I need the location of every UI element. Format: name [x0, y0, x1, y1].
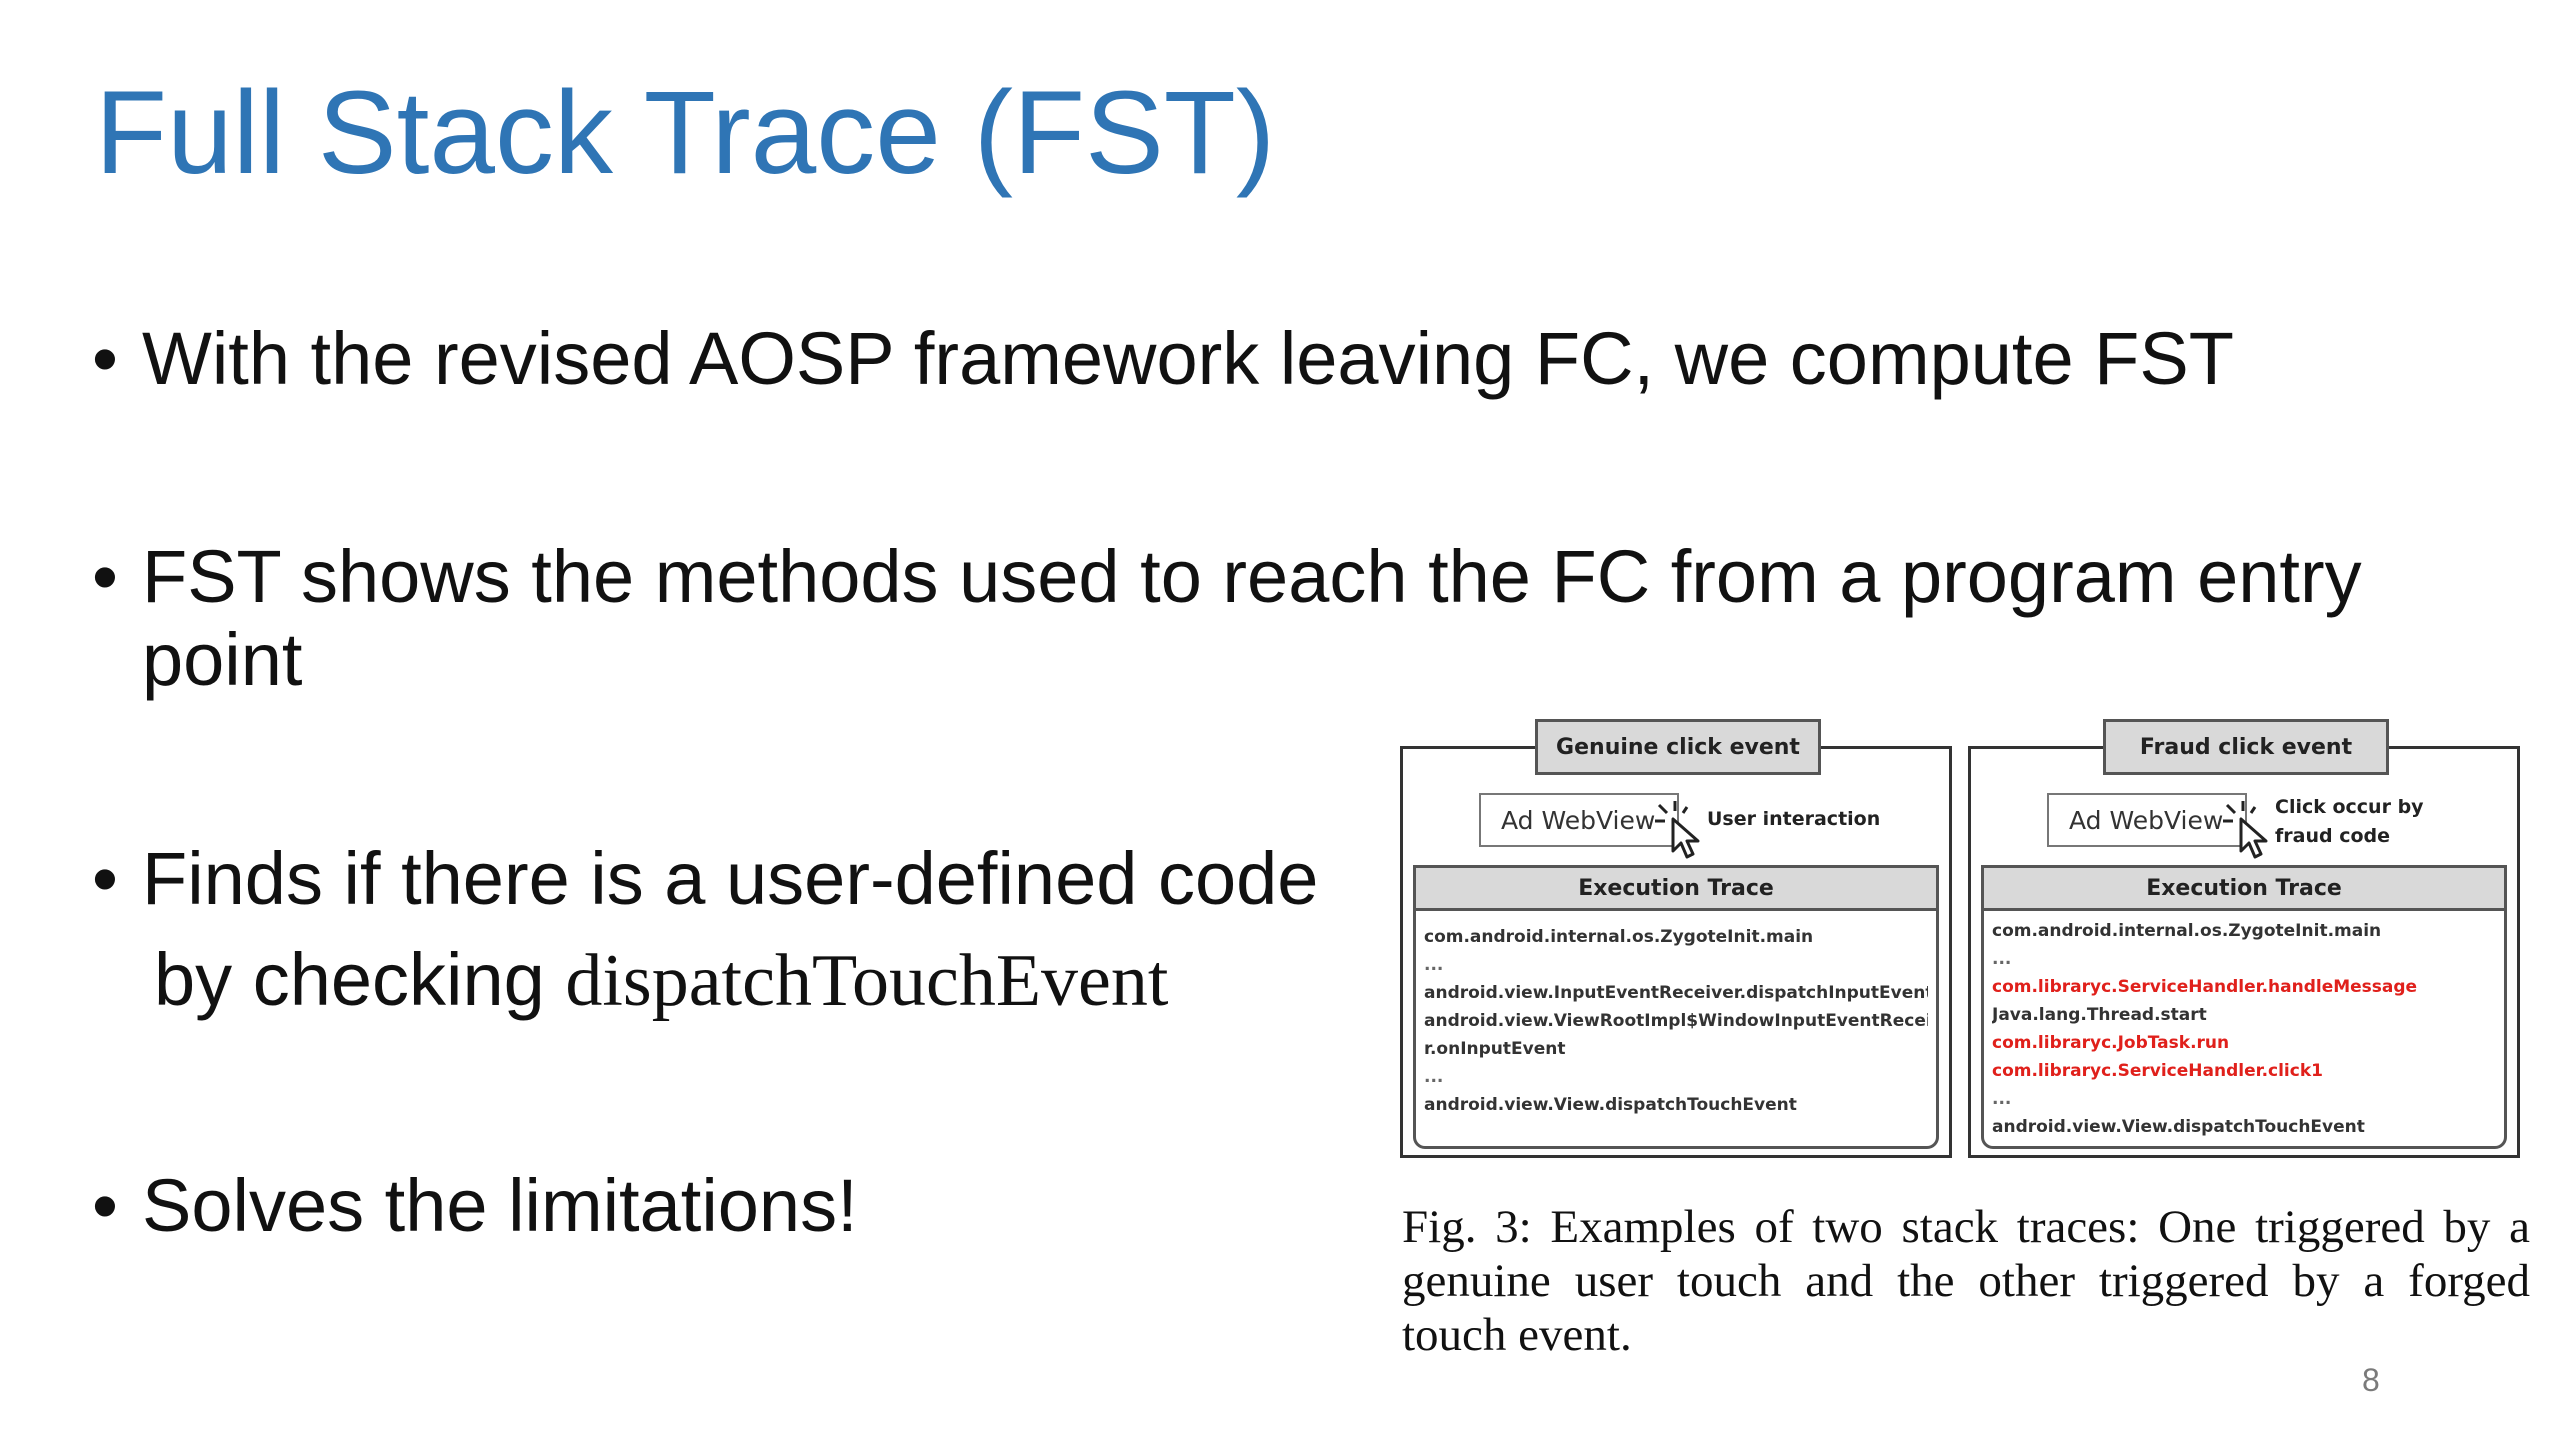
trace-line: com.libraryc.JobTask.run [1992, 1033, 2230, 1053]
fraud-click-panel: Fraud click event Ad WebView Click occur… [1968, 719, 2520, 1158]
slide-title: Full Stack Trace (FST) [95, 67, 1276, 199]
trace-line: com.android.internal.os.ZygoteInit.main [1992, 921, 2382, 941]
trace-line: android.view.ViewRootImpl$WindowInputEve… [1424, 1011, 1928, 1031]
bullet-text: FST shows the methods used to reach the … [142, 535, 2362, 701]
bullet-line-2-prefix: by checking [154, 937, 566, 1021]
genuine-click-panel: Genuine click event Ad WebView User inte… [1400, 719, 1952, 1158]
execution-trace-box: Execution Trace com.android.internal.os.… [1413, 865, 1939, 1149]
bullet-marker: • [92, 317, 118, 400]
panel-header: Genuine click event [1535, 719, 1821, 775]
page-number: 8 [2362, 1362, 2380, 1398]
trace-lines: com.android.internal.os.ZygoteInit.main.… [1416, 911, 1936, 1119]
trace-header: Execution Trace [1984, 868, 2504, 911]
trace-lines: com.android.internal.os.ZygoteInit.main.… [1984, 911, 2504, 1141]
trace-line: android.view.View.dispatchTouchEvent [1424, 1095, 1797, 1115]
trace-line: r.onInputEvent [1424, 1039, 1566, 1059]
interaction-label: User interaction [1707, 808, 1881, 830]
bullet-marker: • [92, 1164, 118, 1247]
bullet-marker: • [92, 535, 118, 618]
stack-trace-figure: Genuine click event Ad WebView User inte… [1400, 718, 2530, 1158]
cursor-click-icon [2223, 801, 2268, 859]
ad-webview-box: Ad WebView [2047, 793, 2247, 847]
interaction-label: Click occur by fraud code [2275, 796, 2424, 847]
bullet-text: Finds if there is a user-defined code by… [142, 837, 1442, 1023]
trace-line: com.android.internal.os.ZygoteInit.main [1424, 927, 1814, 947]
ad-webview-box: Ad WebView [1479, 793, 1679, 847]
trace-line: ... [1424, 955, 1444, 975]
figure-caption: Fig. 3: Examples of two stack traces: On… [1402, 1201, 2530, 1362]
trace-line: android.view.InputEventReceiver.dispatch… [1424, 983, 1928, 1003]
execution-trace-box: Execution Trace com.android.internal.os.… [1981, 865, 2507, 1149]
trace-line: android.view.View.dispatchTouchEvent [1992, 1117, 2365, 1137]
trace-line: com.libraryc.ServiceHandler.click1 [1992, 1061, 2323, 1081]
code-dispatchTouchEvent: dispatchTouchEvent [565, 939, 1169, 1022]
trace-line: ... [1424, 1067, 1444, 1087]
bullet-text: Solves the limitations! [142, 1164, 858, 1247]
bullet-marker: • [92, 837, 118, 920]
trace-line: com.libraryc.ServiceHandler.handleMessag… [1992, 977, 2418, 997]
trace-header: Execution Trace [1416, 868, 1936, 911]
trace-line: ... [1992, 949, 2012, 969]
bullet-text: With the revised AOSP framework leaving … [142, 317, 2234, 400]
cursor-click-icon [1655, 801, 1700, 859]
trace-line: Java.lang.Thread.start [1992, 1005, 2207, 1025]
bullet-line-1: Finds if there is a user-defined code [142, 837, 1319, 920]
panel-header: Fraud click event [2103, 719, 2389, 775]
trace-line: ... [1992, 1089, 2012, 1109]
